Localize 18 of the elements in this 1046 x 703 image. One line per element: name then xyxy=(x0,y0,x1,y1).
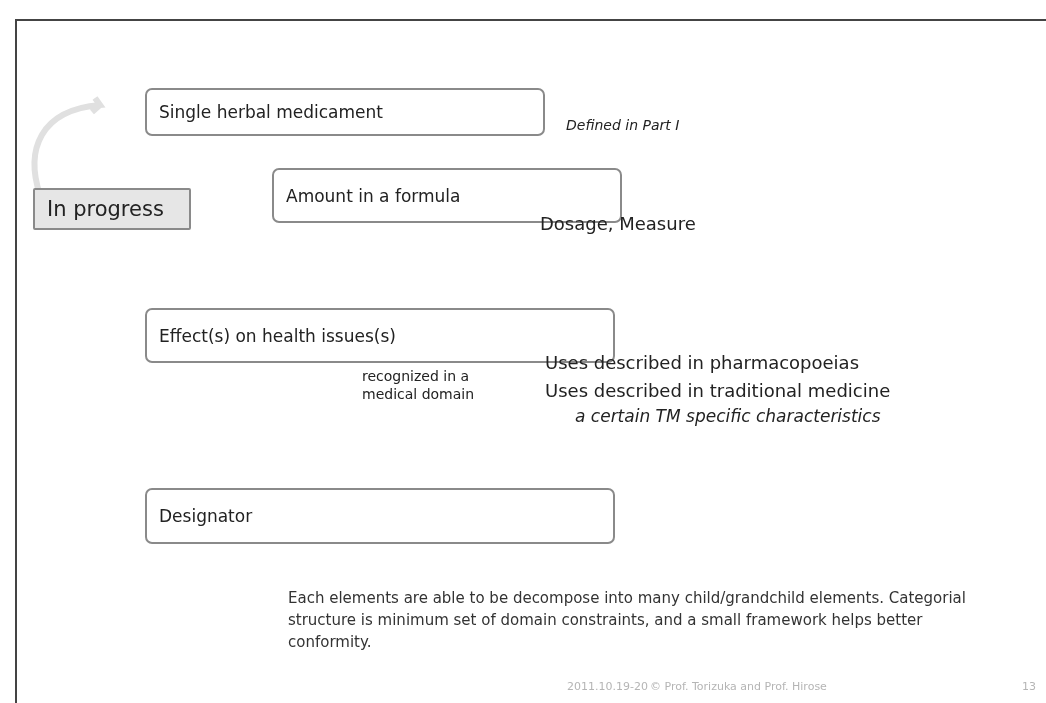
side-note: Defined in Part I xyxy=(566,117,680,133)
footer-credit: © Prof. Torizuka and Prof. Hirose xyxy=(650,680,827,693)
box-title: Effect(s) on health issues(s) xyxy=(159,325,396,346)
box-title: Designator xyxy=(159,506,253,526)
side-note: Uses described in traditional medicine xyxy=(545,380,891,401)
side-note: Dosage, Measure xyxy=(540,213,696,234)
note-paragraph: Each elements are able to be decompose into many child/grandchild elements. Categorial structure is minimum set of domain constraints, and a small framework helps better conformity. xyxy=(288,588,967,653)
side-note: Uses described in pharmacopoeias xyxy=(545,352,860,373)
status-tag xyxy=(33,188,191,230)
box-title: Amount in a formula xyxy=(286,185,461,206)
side-note: a certain TM specific characteristics xyxy=(575,406,881,426)
element-box xyxy=(145,488,615,544)
box-title: Single herbal medicament xyxy=(159,102,383,122)
side-note: recognized in a medical domain xyxy=(362,368,476,403)
footer-date: 2011.10.19-20 xyxy=(567,680,648,693)
page-number: 13 xyxy=(1022,680,1036,693)
box-title: In progress xyxy=(47,197,164,221)
element-box xyxy=(145,88,545,136)
